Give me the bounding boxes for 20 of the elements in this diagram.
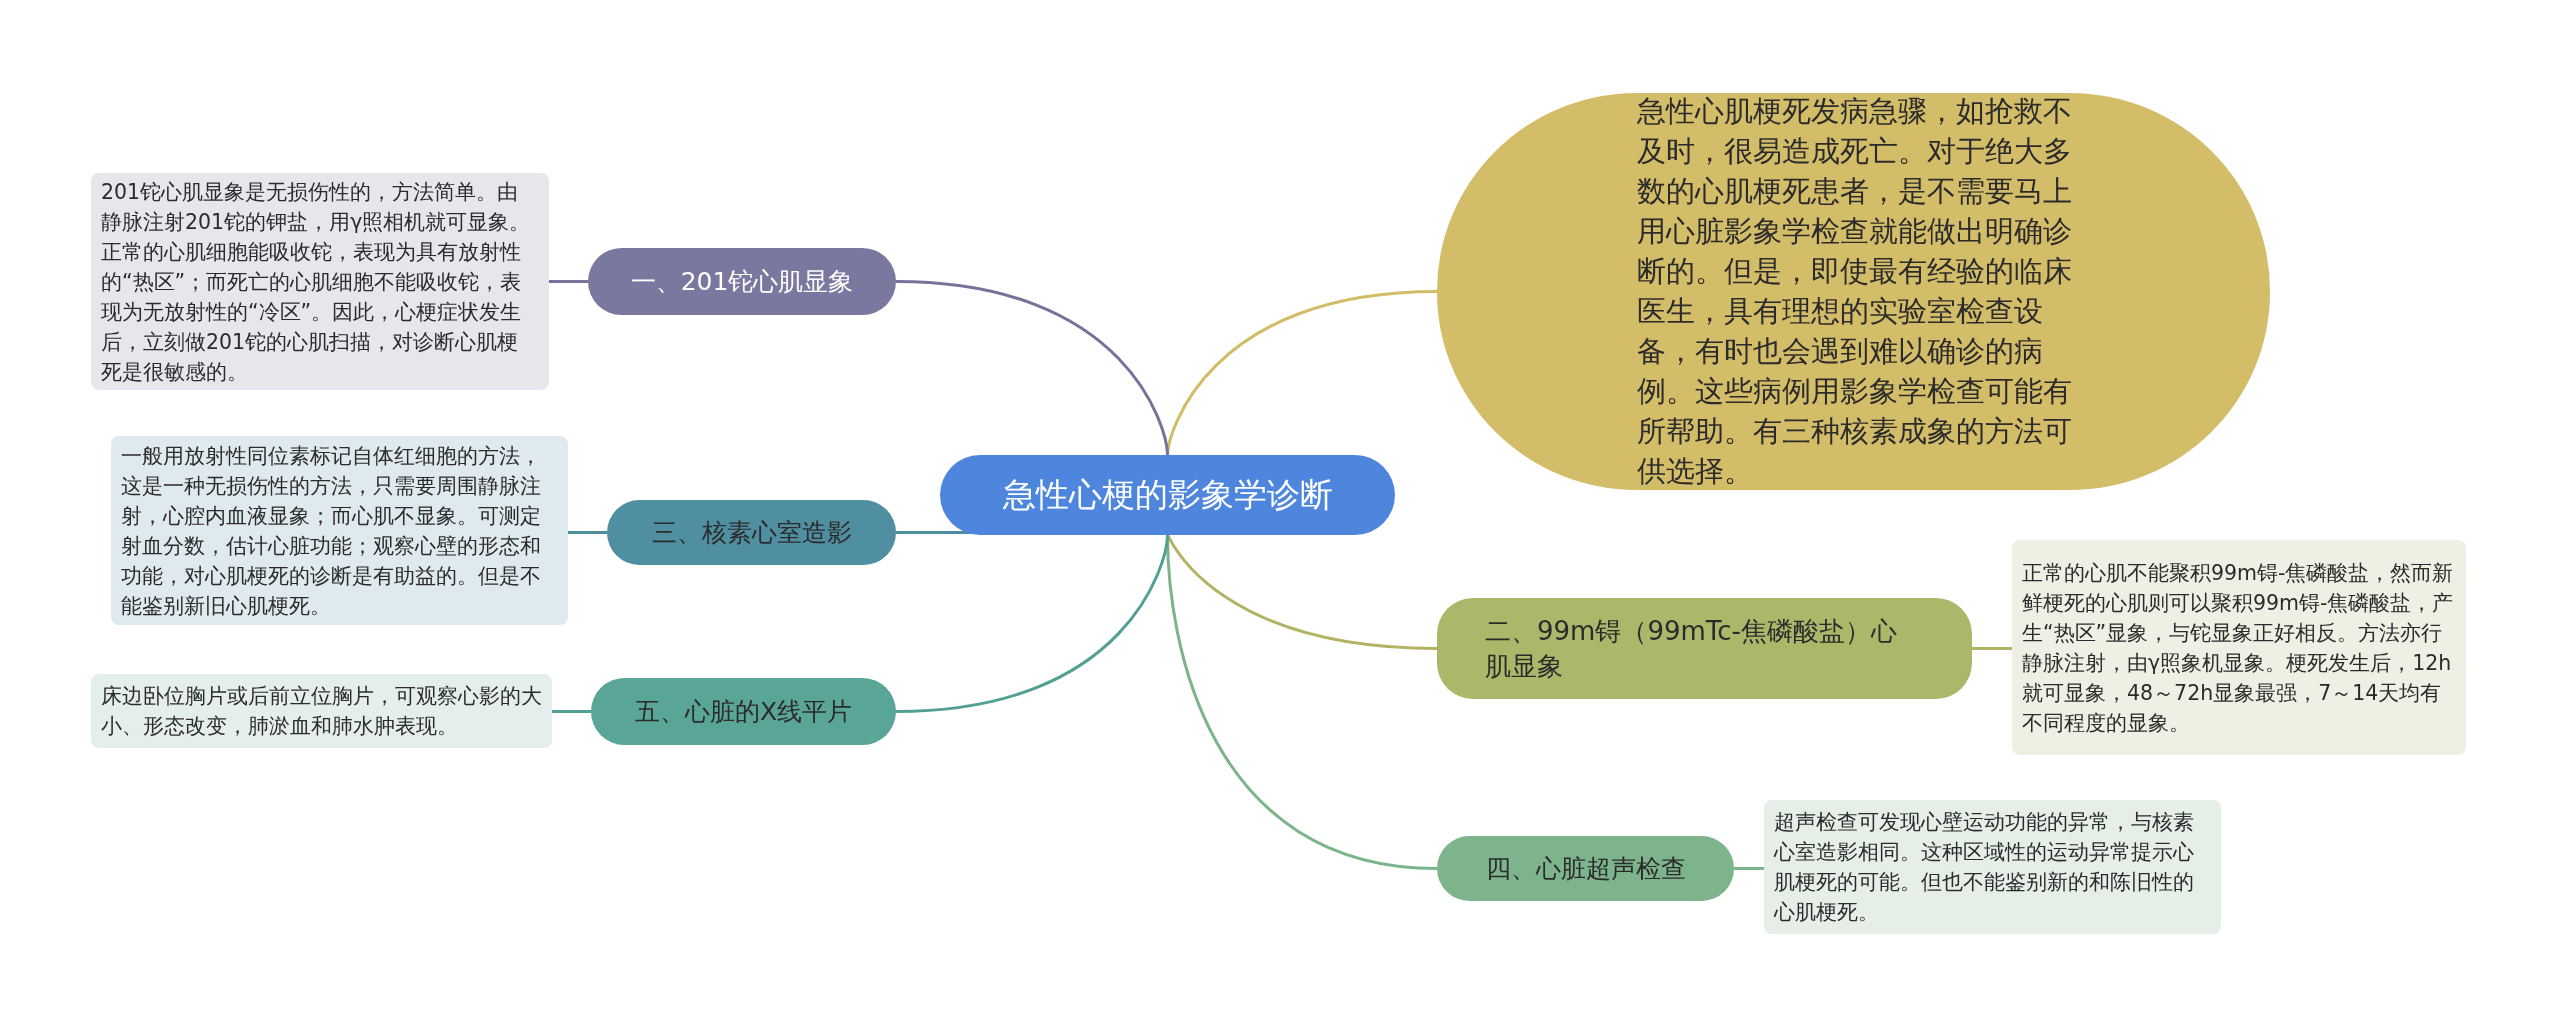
intro-bubble: 急性心肌梗死发病急骤，如抢救不及时，很易造成死亡。对于绝大多数的心肌梗死患者，是不需要马上用心脏影象学检查就能做出明确诊断的。但是，即使最有经验的临床医生，具有理想的实验室检查设备，有时也会遇到难以确诊的病例。这些病例用影象学检查可能有所帮助。有三种核素成象的方法可供选择。 [1437,93,2270,490]
note-box: 201铊心肌显象是无损伤性的，方法简单。由静脉注射201铊的钾盐，用γ照相机就可显象。正常的心肌细胞能吸收铊，表现为具有放射性的“热区”；而死亡的心肌细胞不能吸收铊，表现为无放射性的“冷区”。因此，心梗症状发生后，立刻做201铊的心肌扫描，对诊断心肌梗死是很敏感的。 [91,173,549,390]
connector-line [1734,867,1764,870]
connector-line [1972,647,2012,650]
note-box: 超声检查可发现心壁运动功能的异常，与核素心室造影相同。这种区域性的运动异常提示心肌梗死的可能。但也不能鉴别新的和陈旧性的心肌梗死。 [1764,800,2221,934]
topic-pill: 四、心脏超声检查 [1437,836,1734,901]
connector-line [896,531,970,534]
topic-pill: 三、核素心室造影 [607,500,896,565]
connector-line [568,531,607,534]
topic-pill: 五、心脏的X线平片 [591,678,896,745]
note-box: 床边卧位胸片或后前立位胸片，可观察心影的大小、形态改变，肺淤血和肺水肿表现。 [91,674,552,748]
connector-line [549,280,588,283]
note-box: 正常的心肌不能聚积99m锝-焦磷酸盐，然而新鲜梗死的心肌则可以聚积99m锝-焦磷酸盐，产生“热区”显象，与铊显象正好相反。方法亦行静脉注射，由γ照象机显象。梗死发生后，12h就可显象，48～72h显象最强，7～14天均有不同程度的显象。 [2012,540,2466,755]
topic-pill: 一、201铊心肌显象 [588,248,896,315]
connector-line [1166,534,1438,650]
central-topic: 急性心梗的影象学诊断 [940,455,1395,535]
connector-line [895,534,1169,713]
topic-pill: 二、99m锝（99mTc-焦磷酸盐）心肌显象 [1437,598,1972,699]
note-box: 一般用放射性同位素标记自体红细胞的方法，这是一种无损伤性的方法，只需要周围静脉注射，心腔内血液显象；而心肌不显象。可测定射血分数，估计心脏功能；观察心壁的形态和功能，对心肌梗死的诊断是有助益的。但是不能鉴别新旧心肌梗死。 [111,436,568,625]
connector-line [895,280,1169,456]
